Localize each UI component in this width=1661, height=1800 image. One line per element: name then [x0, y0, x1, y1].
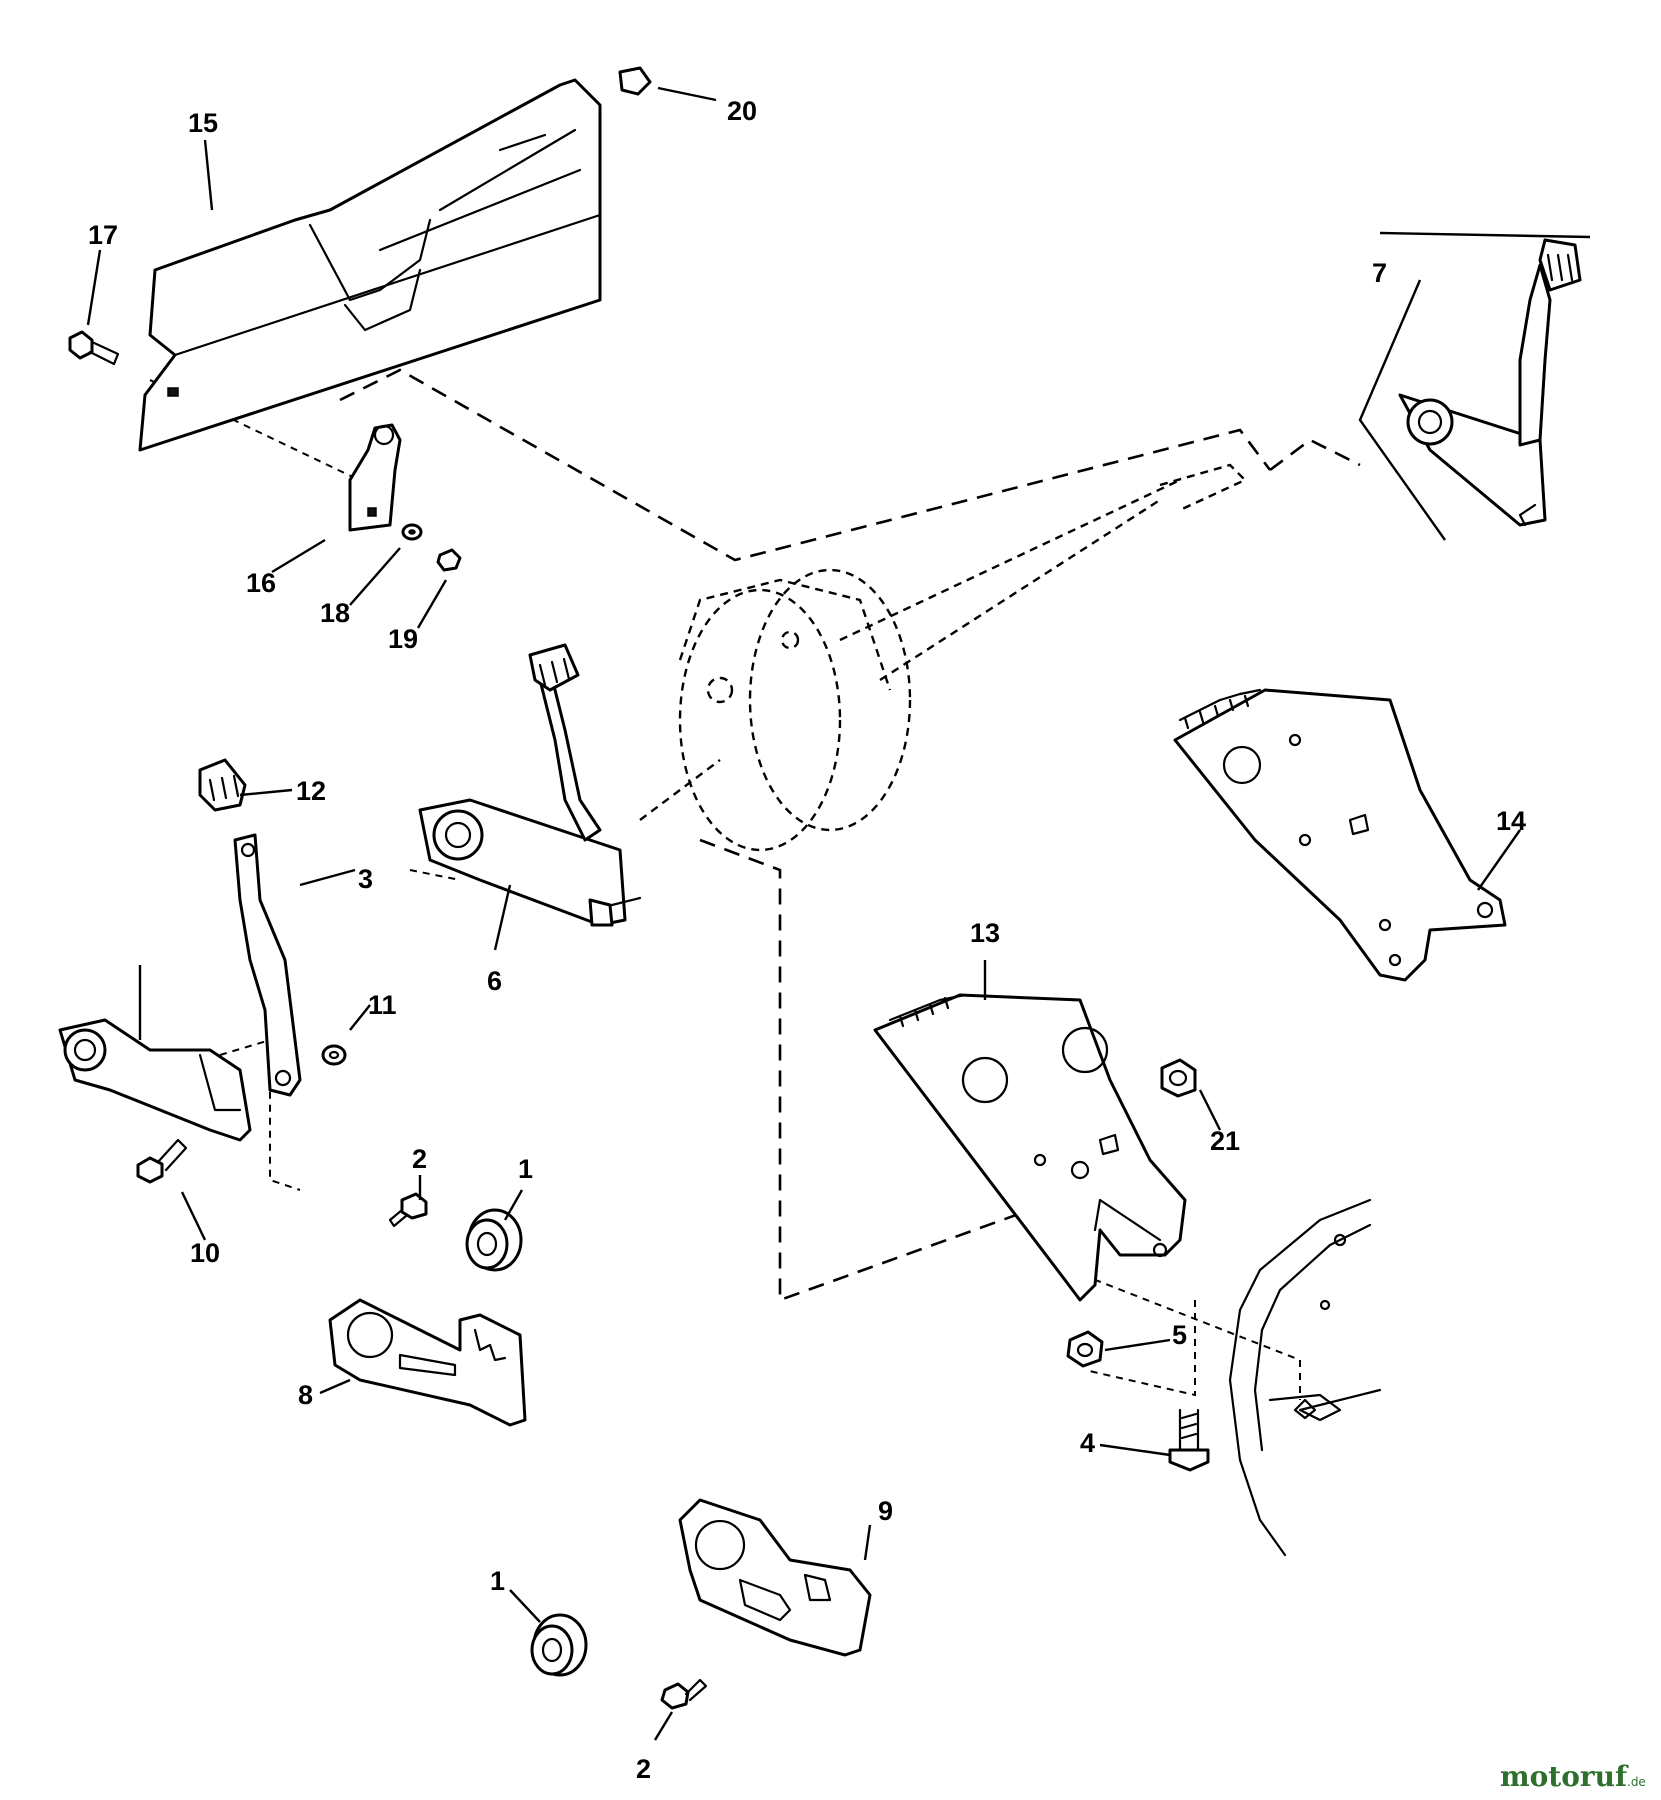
callout-3: 3 [358, 864, 373, 894]
grip-knob-12 [198, 758, 247, 812]
mounting-bracket-14 [1173, 688, 1507, 982]
callout-16: 16 [246, 568, 276, 598]
callout-6: 6 [487, 966, 502, 996]
callout-8: 8 [298, 1380, 313, 1410]
callout-5: 5 [1172, 1320, 1187, 1350]
lever-bracket-3 [58, 965, 252, 1142]
callout-12: 12 [296, 776, 326, 806]
pivot-plate-8 [328, 1298, 527, 1427]
bearing-1-upper [465, 1208, 523, 1272]
flange-bolt-4 [1168, 1408, 1210, 1472]
washer-11 [321, 1044, 347, 1066]
washer-18 [401, 523, 423, 541]
lever-assembly-6 [418, 643, 642, 927]
callout-7: 7 [1372, 258, 1387, 288]
lever-assembly-7 [1358, 231, 1591, 541]
small-bracket-16 [348, 423, 402, 532]
callout-2-lower: 2 [636, 1754, 651, 1784]
callout-1-upper: 1 [518, 1154, 533, 1184]
watermark: motoruf .de [1500, 1760, 1646, 1793]
callout-10: 10 [190, 1238, 220, 1268]
lever-guide-bracket [138, 78, 602, 452]
callout-13: 13 [970, 918, 1000, 948]
callout-11: 11 [368, 990, 397, 1020]
callout-21: 21 [1210, 1126, 1240, 1156]
callout-1-lower: 1 [490, 1566, 505, 1596]
callout-14: 14 [1496, 806, 1526, 836]
callout-20: 20 [727, 96, 757, 126]
lever-arm-3 [233, 833, 302, 1097]
screw-2-lower [660, 1678, 708, 1710]
callout-17: 17 [88, 220, 118, 250]
nut-19 [436, 548, 462, 572]
cap-nut-20 [618, 66, 652, 96]
watermark-brand: motoruf [1500, 1760, 1629, 1793]
callout-19: 19 [388, 624, 418, 654]
callout-15: 15 [188, 108, 218, 138]
callout-18: 18 [320, 598, 350, 628]
watermark-tld: .de [1627, 1775, 1646, 1789]
bolt-17 [68, 330, 120, 366]
bolt-10 [136, 1138, 188, 1184]
assembly-lines [149, 368, 1361, 1400]
mounting-bracket-13 [873, 993, 1187, 1302]
deck-housing [1228, 1198, 1382, 1557]
leader-lines [86, 86, 1521, 1741]
callout-2-upper: 2 [412, 1144, 427, 1174]
callout-4: 4 [1080, 1428, 1095, 1458]
flange-nut-21 [1160, 1058, 1197, 1098]
callout-9: 9 [878, 1496, 893, 1526]
pivot-plate-9 [678, 1498, 872, 1657]
bearing-1-lower [530, 1613, 588, 1677]
flange-nut-5 [1066, 1330, 1104, 1368]
transmission-ghost [639, 463, 1248, 852]
callout-numbers: 20 15 17 7 16 18 19 12 3 6 11 14 13 21 2… [88, 96, 1526, 1784]
